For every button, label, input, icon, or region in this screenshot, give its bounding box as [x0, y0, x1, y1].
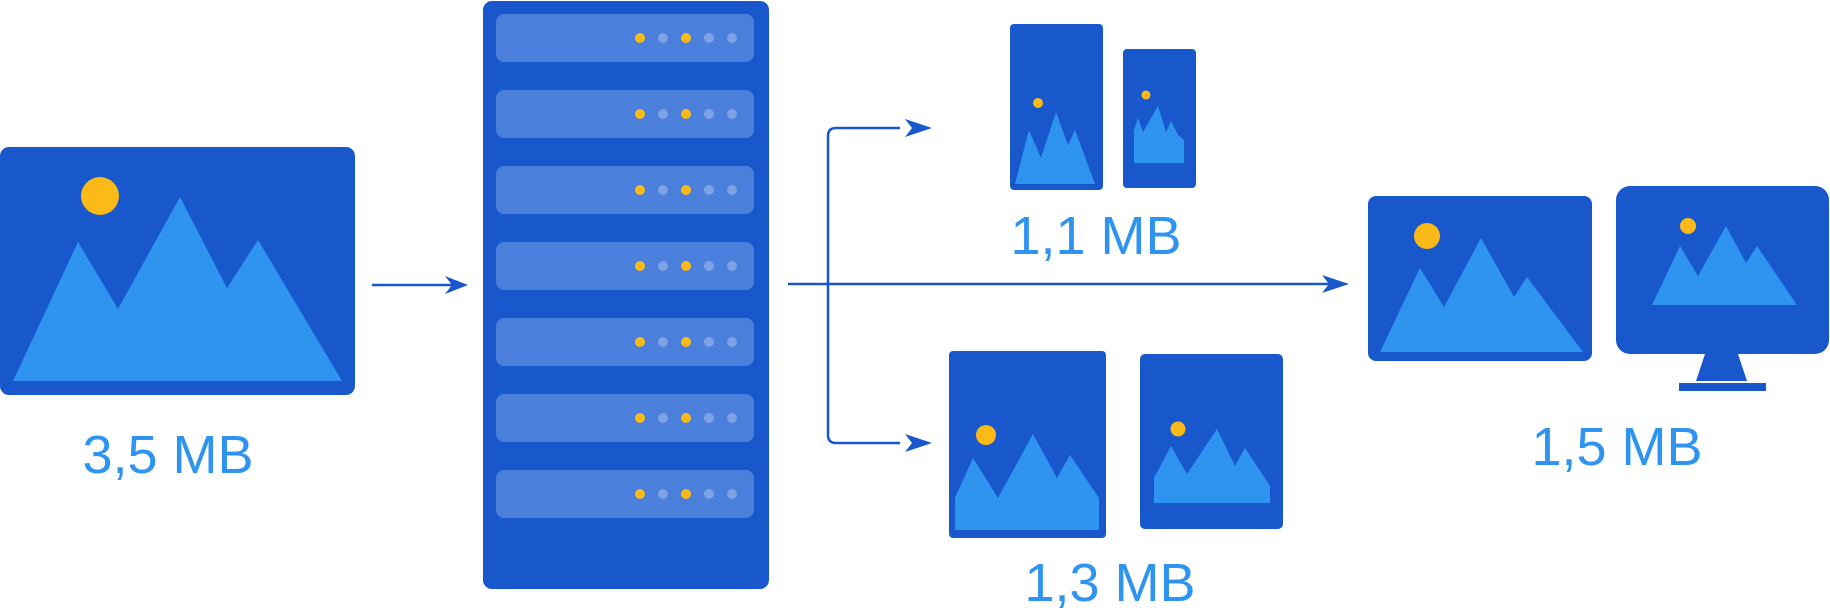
- status-led-on: [635, 109, 645, 119]
- status-led-on: [635, 261, 645, 271]
- server-slot: [496, 90, 754, 138]
- status-led-on: [681, 413, 691, 423]
- status-led-off: [727, 261, 737, 271]
- status-led-off: [658, 489, 668, 499]
- status-led-off: [704, 337, 714, 347]
- server-slot: [496, 14, 754, 62]
- status-led-off: [727, 33, 737, 43]
- status-led-off: [658, 109, 668, 119]
- arrow-to-server: [372, 276, 468, 294]
- status-led-on: [681, 261, 691, 271]
- status-led-off: [704, 261, 714, 271]
- tablet-image-icon: [949, 351, 1106, 538]
- status-led-on: [681, 109, 691, 119]
- status-led-on: [681, 337, 691, 347]
- status-led-off: [704, 109, 714, 119]
- original-image-icon: [0, 147, 355, 395]
- status-led-off: [658, 33, 668, 43]
- phones-size-label: 1,1 MB: [1010, 206, 1181, 266]
- server-slot: [496, 166, 754, 214]
- status-led-off: [704, 413, 714, 423]
- status-led-off: [704, 489, 714, 499]
- status-led-off: [704, 185, 714, 195]
- tablet-image-icon: [1140, 354, 1283, 529]
- status-led-off: [727, 413, 737, 423]
- status-led-off: [727, 109, 737, 119]
- monitor-image-icon: [1616, 186, 1829, 391]
- server-slot: [496, 318, 754, 366]
- phone-image-icon: [1010, 24, 1103, 190]
- status-led-off: [704, 33, 714, 43]
- status-led-on: [681, 185, 691, 195]
- server-slot: [496, 242, 754, 290]
- status-led-on: [635, 413, 645, 423]
- status-led-on: [635, 489, 645, 499]
- status-led-on: [681, 489, 691, 499]
- status-led-off: [658, 261, 668, 271]
- status-led-on: [635, 337, 645, 347]
- status-led-off: [727, 185, 737, 195]
- sun-icon: [81, 177, 119, 215]
- status-led-on: [681, 33, 691, 43]
- status-led-off: [658, 337, 668, 347]
- status-led-on: [635, 185, 645, 195]
- laptop-screen-image-icon: [1368, 196, 1592, 361]
- distribution-arrows: [788, 119, 1349, 452]
- server-slots: [496, 14, 754, 518]
- original-size-label: 3,5 MB: [82, 425, 253, 485]
- status-led-off: [727, 489, 737, 499]
- tablets-size-label: 1,3 MB: [1024, 553, 1195, 608]
- desktops-size-label: 1,5 MB: [1531, 417, 1702, 477]
- phone-image-icon: [1123, 49, 1196, 188]
- server-slot: [496, 470, 754, 518]
- status-led-off: [727, 337, 737, 347]
- status-led-on: [635, 33, 645, 43]
- server-rack-icon: [483, 1, 769, 589]
- status-led-off: [658, 185, 668, 195]
- status-led-off: [658, 413, 668, 423]
- server-slot: [496, 394, 754, 442]
